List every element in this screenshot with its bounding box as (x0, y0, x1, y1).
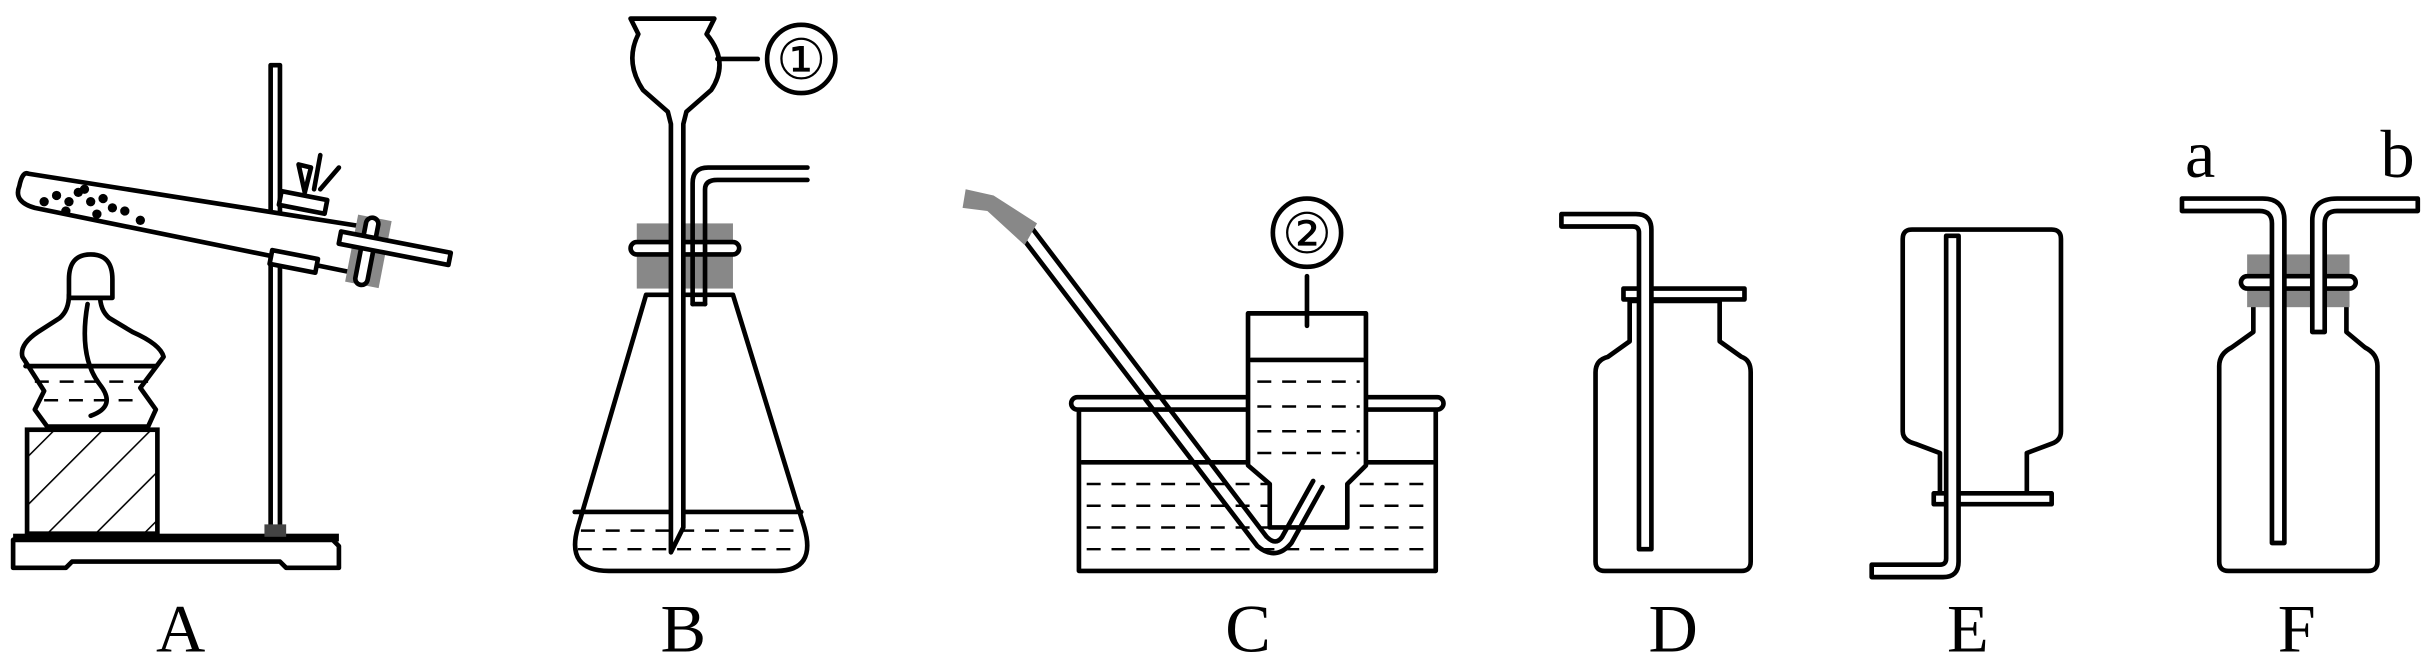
delivery-tube-c (1016, 224, 1325, 556)
delivery-tube-b (690, 165, 810, 307)
wooden-block (24, 427, 160, 537)
apparatus-b: ① (572, 16, 838, 574)
gas-collecting-jar (1245, 311, 1369, 530)
stand-base-top (13, 533, 339, 542)
callout-1: ① (776, 30, 826, 92)
apparatus-a (10, 62, 454, 571)
clamp-bottom (267, 247, 321, 276)
label-c: C (1225, 591, 1271, 664)
gas-bottle-f (2216, 295, 2380, 574)
alcohol-lamp (19, 292, 166, 429)
lamp-cap (66, 252, 115, 301)
long-tube-a (2179, 196, 2287, 546)
clamp-top (276, 188, 330, 217)
label-e: E (1947, 591, 1989, 664)
conical-flask (572, 292, 810, 574)
port-b-label: b (2381, 116, 2415, 192)
label-b: B (661, 591, 707, 664)
inverted-bottle-e (1900, 227, 2064, 496)
label-d: D (1648, 591, 1697, 664)
solid-reagent (39, 184, 145, 225)
lamp-wick (82, 301, 109, 419)
callout-circle-1 (764, 22, 838, 96)
apparatus-d (1559, 211, 1754, 574)
callout-circle-2 (1270, 196, 1344, 270)
rubber-tube (962, 189, 1038, 246)
short-tube-b (2309, 196, 2421, 335)
tube-e (1869, 233, 1961, 580)
tube-d (1559, 211, 1654, 552)
label-a: A (156, 591, 205, 664)
rod-foot (264, 524, 287, 537)
clamp-screw (296, 152, 342, 195)
apparatus-e (1869, 227, 2064, 580)
test-tube (15, 170, 385, 279)
apparatus-f: a b (2179, 116, 2421, 574)
port-a-label: a (2185, 116, 2215, 192)
callout-2: ② (1282, 204, 1332, 266)
stand-base (10, 537, 342, 571)
label-f: F (2278, 591, 2316, 664)
long-neck-funnel (628, 16, 722, 555)
gas-bottle-d (1593, 298, 1754, 574)
apparatus-c: ② (962, 189, 1446, 574)
delivery-tube (336, 229, 454, 268)
stand-rod (268, 62, 283, 533)
